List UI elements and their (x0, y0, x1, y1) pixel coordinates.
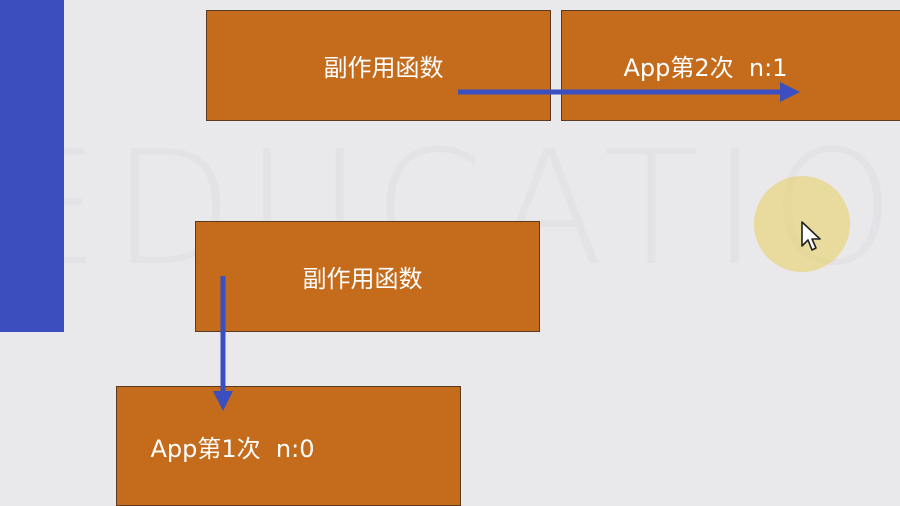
effect-function-label-middle: 副作用函数 (302, 265, 423, 293)
effect-function-box-top: 副作用函数 (206, 10, 551, 121)
effect-function-label-top: 副作用函数 (323, 54, 444, 82)
app-second-render-label: App第2次 n:1 (623, 54, 788, 82)
side-bar (0, 0, 64, 332)
effect-function-box-middle: 副作用函数 (195, 221, 540, 332)
mouse-pointer-icon (801, 221, 821, 251)
app-second-render-box: App第2次 n:1 (561, 10, 900, 121)
app-first-render-label: App第1次 n:0 (150, 434, 315, 463)
app-first-render-box: App第1次 n:0 (116, 386, 461, 506)
